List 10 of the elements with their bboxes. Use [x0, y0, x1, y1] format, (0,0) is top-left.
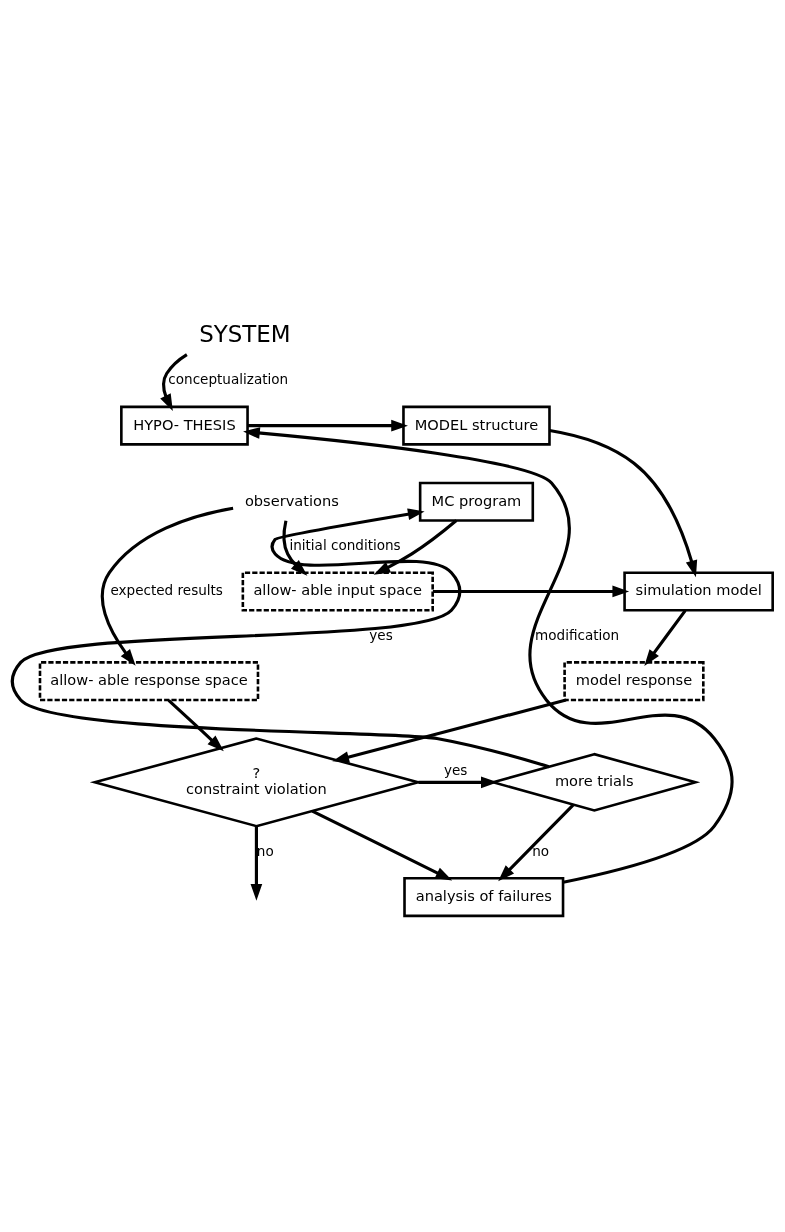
- edge-label: no: [532, 842, 550, 859]
- edge-label: initial conditions: [289, 536, 401, 553]
- node-text: SYSTEM: [199, 320, 291, 347]
- edge-label: no: [256, 842, 274, 859]
- edge-label: modification: [535, 626, 620, 643]
- edge-label: expected results: [110, 581, 223, 598]
- edge-label: conceptualization: [168, 370, 289, 387]
- node-text: observations: [244, 491, 339, 509]
- edge-label: yes: [443, 761, 468, 778]
- edge-label: yes: [369, 626, 393, 643]
